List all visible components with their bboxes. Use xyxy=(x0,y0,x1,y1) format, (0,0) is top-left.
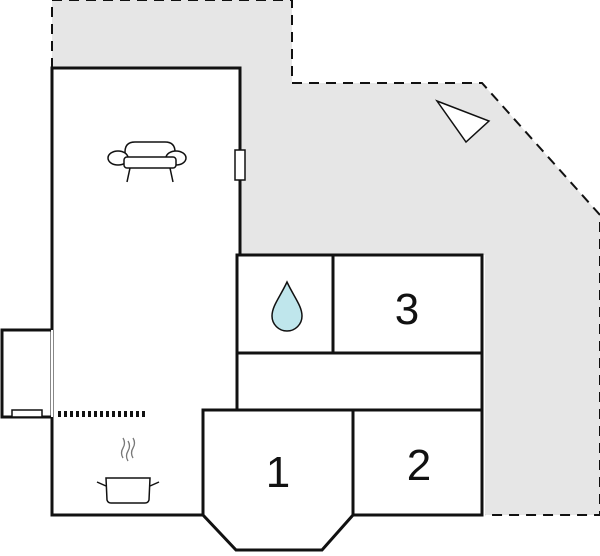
sofa-icon xyxy=(107,141,187,183)
room-number-3: 3 xyxy=(395,285,419,334)
room-number-2: 2 xyxy=(407,441,431,490)
hallway xyxy=(235,351,484,412)
cooking-pot-body xyxy=(96,477,160,504)
room-2 xyxy=(351,408,484,517)
cooking-pot-icon xyxy=(120,437,136,462)
entrance-bump xyxy=(0,328,54,419)
room-number-1: 1 xyxy=(266,448,290,497)
terrace-dashed-border xyxy=(51,0,600,516)
north-arrow-icon xyxy=(434,99,491,144)
water-drop-icon xyxy=(271,280,303,332)
window xyxy=(234,149,246,181)
entrance-door xyxy=(11,409,43,418)
